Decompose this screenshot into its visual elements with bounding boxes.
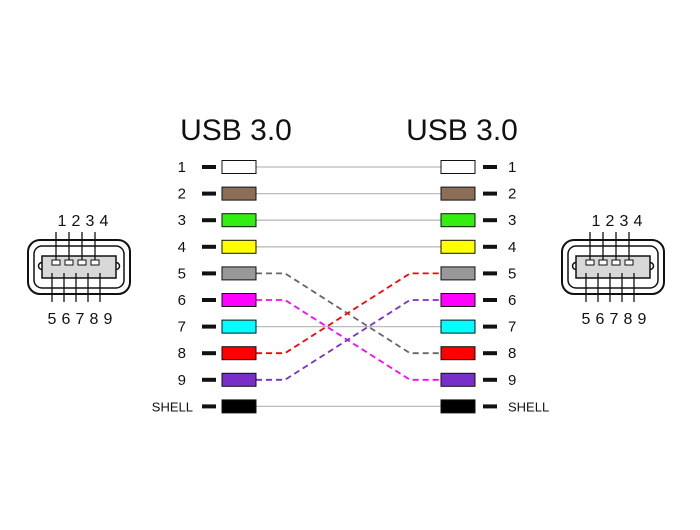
- left-pin-label: 3: [178, 212, 186, 229]
- right-pin-dash: [483, 165, 497, 169]
- right-color-block-6: [440, 293, 476, 307]
- right-color-block-4: [440, 239, 476, 254]
- left-pin-label: 6: [178, 292, 186, 309]
- left-pin-dash: [202, 218, 216, 223]
- left-title: USB 3.0: [180, 114, 292, 147]
- wires-layer: [256, 166, 441, 408]
- right-color-block-1: [440, 160, 476, 174]
- right-conn-top-2: 2: [606, 213, 615, 230]
- left-pin-label: 2: [178, 186, 186, 203]
- right-pin-label: 8: [508, 345, 516, 362]
- left-pin-dash: [202, 377, 216, 382]
- right-color-block-3: [440, 213, 476, 228]
- left-pin-label: 4: [178, 239, 186, 256]
- left-color-block-4: [221, 239, 257, 254]
- left-color-block-9: [221, 372, 257, 387]
- left-color-block-1: [221, 160, 257, 174]
- right-conn-bottom-7: 7: [610, 311, 619, 328]
- left-color-block-2: [221, 186, 257, 201]
- left-conn-top-1: 1: [58, 213, 67, 230]
- left-color-block-3: [221, 213, 257, 228]
- left-usb-connector-icon: 1 2 3 4 5 6 7 8 9: [27, 213, 131, 328]
- right-pin-dash: [483, 191, 497, 196]
- right-pin-dash: [483, 324, 497, 329]
- right-pin-dash: [483, 351, 497, 356]
- right-color-block-5: [440, 266, 476, 281]
- right-pin-label: SHELL: [508, 399, 549, 414]
- left-pin-dash: [202, 191, 216, 196]
- right-conn-top-3: 3: [620, 213, 629, 230]
- left-pin-label: 5: [178, 265, 186, 282]
- left-conn-top-3: 3: [86, 213, 95, 230]
- right-conn-bottom-5: 5: [582, 311, 591, 328]
- left-pin-dash: [202, 244, 216, 249]
- left-pin-label: 7: [178, 319, 186, 336]
- right-pin-label: 2: [508, 186, 516, 203]
- right-conn-bottom-6: 6: [596, 311, 605, 328]
- right-pin-dash: [483, 404, 497, 409]
- right-pin-dash: [483, 244, 497, 249]
- right-color-block-7: [440, 319, 476, 334]
- right-conn-top-4: 4: [634, 213, 643, 230]
- left-color-block-6: [221, 293, 257, 307]
- left-conn-bottom-6: 6: [62, 311, 71, 328]
- right-color-block-SHELL: [440, 399, 476, 414]
- right-color-block-2: [440, 186, 476, 201]
- right-pin-dash: [483, 298, 497, 302]
- right-pin-dash: [483, 377, 497, 382]
- left-conn-top-4: 4: [100, 213, 109, 230]
- left-conn-bottom-5: 5: [48, 311, 57, 328]
- wire-dashed-9: [256, 299, 441, 381]
- left-color-block-8: [221, 346, 257, 361]
- right-pin-label: 6: [508, 292, 516, 309]
- left-conn-bottom-7: 7: [76, 311, 85, 328]
- left-color-block-SHELL: [221, 399, 257, 414]
- right-conn-top-1: 1: [592, 213, 601, 230]
- left-pin-label: 8: [178, 345, 186, 362]
- right-pin-dash: [483, 218, 497, 223]
- left-conn-bottom-9: 9: [104, 311, 113, 328]
- left-pin-dash: [202, 324, 216, 329]
- left-pin-label: 9: [178, 372, 186, 389]
- left-pin-dash: [202, 404, 216, 409]
- right-conn-bottom-9: 9: [638, 311, 647, 328]
- left-pin-dash: [202, 298, 216, 302]
- left-pin-label: 1: [178, 159, 186, 176]
- right-usb-connector-icon: 1 2 3 4 5 6 7 8 9: [561, 213, 665, 328]
- left-pin-dash: [202, 165, 216, 169]
- left-color-block-5: [221, 266, 257, 281]
- left-pin-label: SHELL: [152, 399, 193, 414]
- right-color-block-9: [440, 372, 476, 387]
- left-color-block-7: [221, 319, 257, 334]
- right-title: USB 3.0: [406, 114, 518, 147]
- right-color-block-8: [440, 346, 476, 361]
- left-pin-dash: [202, 351, 216, 356]
- right-pin-label: 4: [508, 239, 516, 256]
- right-pin-label: 1: [508, 159, 516, 176]
- left-pin-dash: [202, 271, 216, 276]
- right-pin-label: 5: [508, 265, 516, 282]
- right-pin-dash: [483, 271, 497, 276]
- right-pin-label: 9: [508, 372, 516, 389]
- left-conn-top-2: 2: [72, 213, 81, 230]
- right-pin-label: 7: [508, 319, 516, 336]
- right-conn-bottom-8: 8: [624, 311, 633, 328]
- wire-dashed-8: [256, 272, 441, 355]
- right-pin-label: 3: [508, 212, 516, 229]
- left-conn-bottom-8: 8: [90, 311, 99, 328]
